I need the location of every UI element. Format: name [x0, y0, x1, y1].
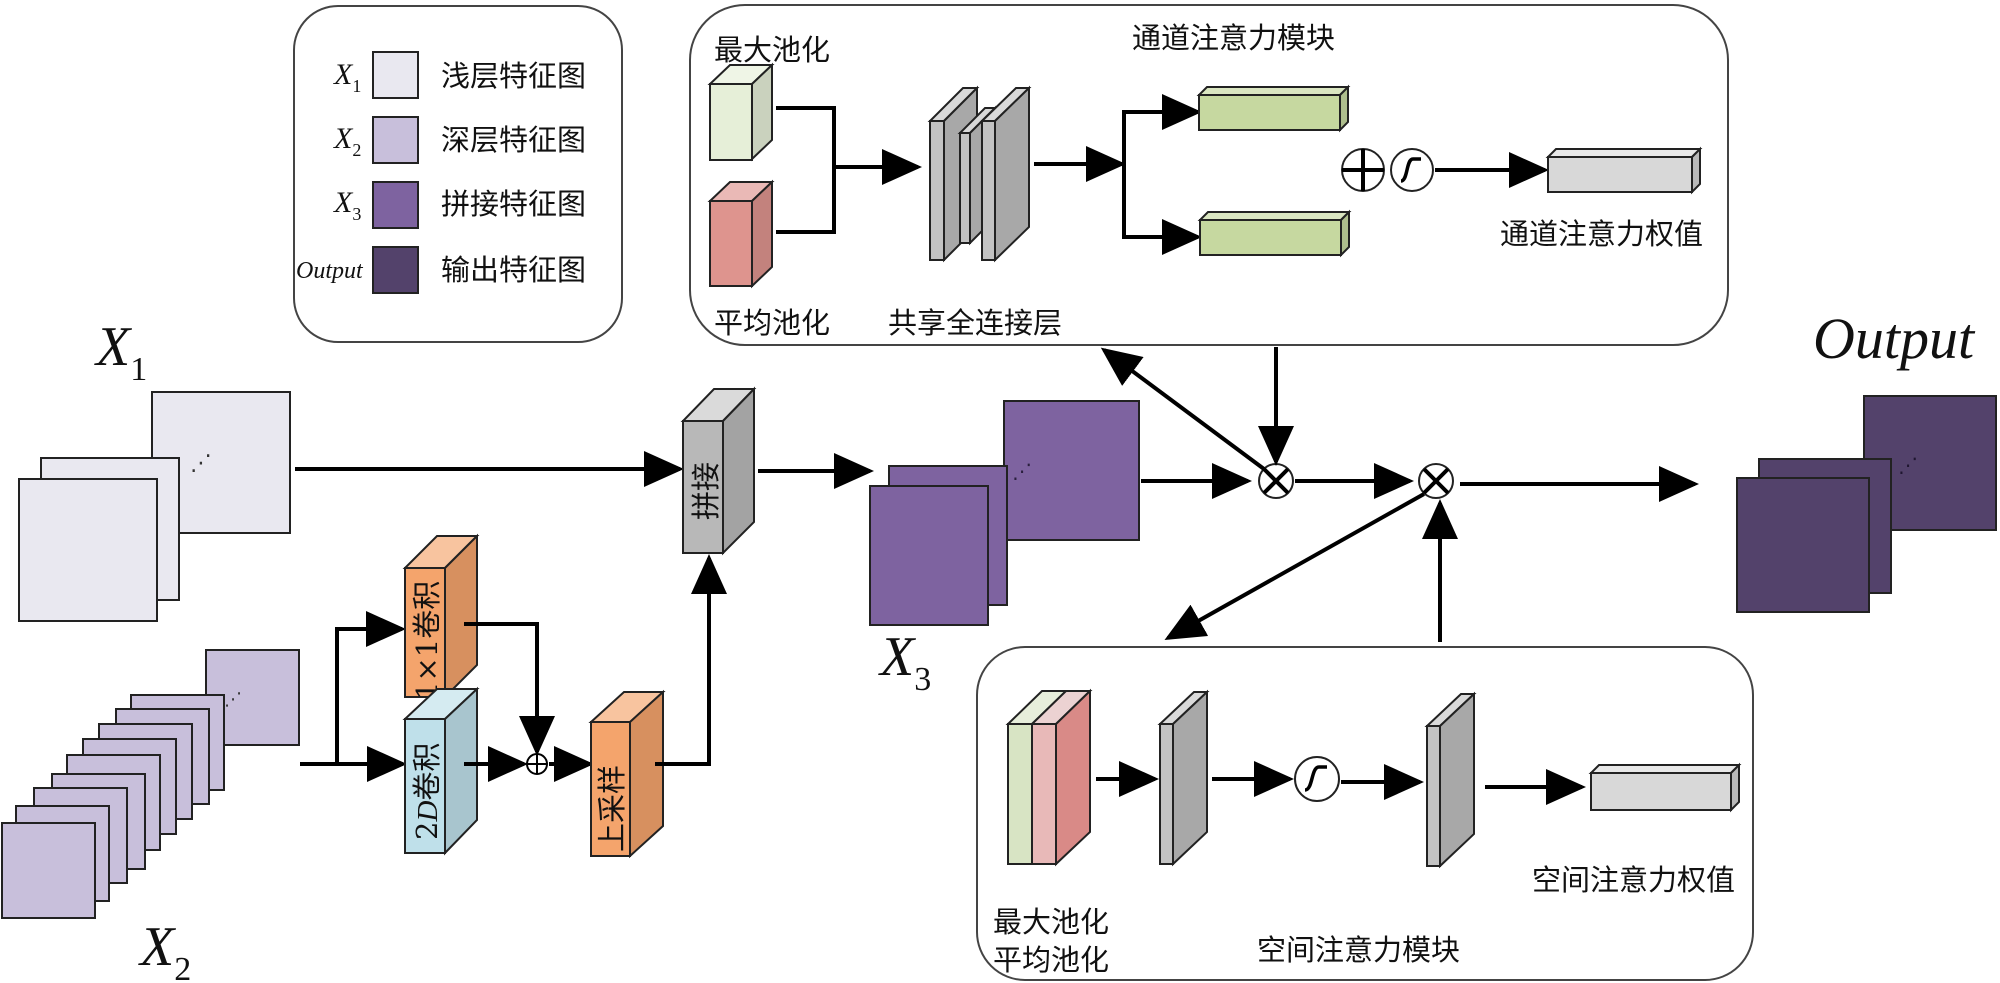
legend-swatch-output: [372, 246, 419, 294]
x3-label: X3: [878, 626, 931, 698]
legend-label: 拼接特征图: [441, 187, 586, 221]
arrow-to-spatial-module: [1164, 492, 1425, 640]
conv1x1-to-add-connector: [464, 622, 539, 722]
legend-symbol: X2: [333, 122, 361, 160]
branch-add-icon: [526, 753, 548, 775]
legend-item-x2: X2 深层特征图: [333, 116, 586, 164]
arrow-x3-to-channel-module: [1100, 347, 1266, 471]
legend-symbol: X3: [333, 186, 361, 224]
x1-label: X1: [94, 316, 147, 388]
mlp-output-2: [1197, 209, 1352, 258]
spatial-sigmoid-icon: [1294, 756, 1340, 802]
output-map-front: [1736, 477, 1870, 613]
output-ellipsis: ⋰: [1898, 453, 1918, 477]
channel-sigmoid-icon: [1390, 148, 1434, 192]
legend-label: 深层特征图: [441, 123, 586, 157]
x3-map-front: [869, 485, 989, 626]
x2-map-front: [1, 822, 96, 919]
shared-fc-layers: [927, 85, 1032, 263]
conv1x1-label: 1×1卷积: [410, 581, 444, 700]
spatial-conv-layer-1: [1157, 689, 1210, 867]
multiply-2-icon: [1418, 463, 1454, 499]
avg-pool-label: 平均池化: [714, 306, 830, 340]
x2-ellipsis: ⋰: [224, 689, 242, 710]
legend-item-x3: X3 拼接特征图: [333, 181, 586, 229]
channel-weight-label: 通道注意力权值: [1500, 217, 1703, 251]
channel-weight-block: [1545, 146, 1703, 195]
x1-ellipsis: ⋰: [190, 451, 212, 476]
spatial-weight-block: [1588, 762, 1742, 813]
spatial-attention-module: 空间注意力权值 最大池化 平均池化 空间注意力模块: [976, 646, 1754, 981]
x3-feature-stack: ⋰ X3: [869, 400, 1140, 698]
pool-merge-connector: [776, 106, 836, 234]
legend-symbol: X1: [333, 58, 361, 96]
shared-fc-label: 共享全连接层: [888, 306, 1062, 340]
x2-branch-connector: [335, 627, 400, 764]
legend-label: 浅层特征图: [441, 59, 586, 93]
legend-symbol: Output: [296, 258, 364, 284]
max-pool-cube: [707, 62, 775, 162]
spatial-module-title: 空间注意力模块: [1257, 933, 1460, 967]
spatial-pool-label-avg: 平均池化: [993, 943, 1109, 977]
channel-module-frame: [689, 4, 1729, 346]
legend-frame: [293, 5, 623, 343]
x2-feature-stack: ⋰ X2: [1, 649, 300, 983]
concat-block: 拼接: [680, 386, 757, 556]
legend-swatch-x3: [372, 181, 419, 229]
spatial-weight-label: 空间注意力权值: [1532, 863, 1735, 897]
x3-map-back: [1003, 400, 1140, 541]
output-label: Output: [1813, 306, 1976, 371]
avg-pool-cube: [707, 179, 775, 289]
upsample-block: 上采样: [588, 689, 666, 859]
legend-swatch-x2: [372, 116, 419, 164]
channel-attention-module: 最大池化 通道注意力模块 平均池化: [689, 4, 1729, 346]
channel-add-icon: [1341, 148, 1385, 192]
spatial-pool-block: [1005, 688, 1093, 867]
upsample-label: 上采样: [595, 765, 629, 852]
concat-label: 拼接: [689, 462, 723, 520]
x3-ellipsis: ⋰: [1012, 459, 1032, 483]
conv1x1-block: 1×1卷积: [402, 533, 480, 700]
legend-item-output: Output 输出特征图: [296, 246, 586, 294]
channel-module-title: 通道注意力模块: [1132, 21, 1335, 55]
legend-panel: X1 浅层特征图 X2 深层特征图 X3 拼接特征图 Output 输出特征图: [293, 5, 623, 343]
x2-label: X2: [138, 916, 191, 983]
spatial-conv-layer-2: [1424, 691, 1477, 869]
fc-layer-3: [979, 85, 1032, 263]
multiply-1-icon: [1258, 463, 1294, 499]
conv2d-block: 2D卷积: [402, 686, 480, 856]
legend-label: 输出特征图: [441, 253, 586, 287]
legend-swatch-x1: [372, 51, 419, 99]
x1-map-front: [18, 478, 158, 622]
max-pool-label: 最大池化: [714, 33, 830, 67]
conv2d-label: 2D卷积: [410, 743, 444, 840]
spatial-pool-label-max: 最大池化: [993, 905, 1109, 939]
x1-feature-stack: X1 ⋰: [18, 316, 291, 622]
upsample-to-concat-connector: [655, 580, 711, 766]
output-feature-stack: Output ⋰: [1736, 306, 1997, 613]
legend-item-x1: X1 浅层特征图: [333, 51, 586, 99]
mlp-output-1: [1196, 84, 1351, 133]
